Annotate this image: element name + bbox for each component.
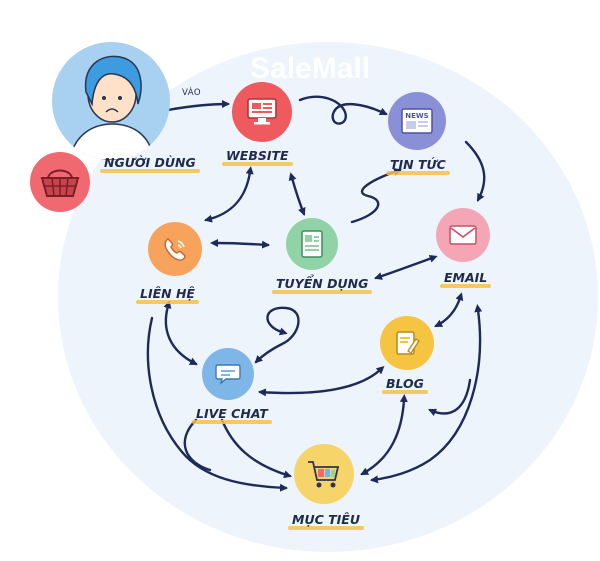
arrow-tuyendung-tintuc [350, 168, 402, 224]
arrow-email-blog [434, 292, 464, 328]
arrow-tuyendung-livechat [254, 306, 300, 364]
node-email [436, 208, 490, 262]
arrow-lienhe-tuyendung [210, 239, 270, 249]
arrow-lienhe-livechat [163, 300, 198, 366]
basket-badge [30, 152, 90, 212]
user-avatar [52, 42, 170, 160]
arrow-email-muctieu-2 [428, 378, 472, 417]
chat-bubble-icon [215, 364, 241, 385]
phone-icon [164, 238, 186, 261]
arrow-email-muctieu [370, 304, 483, 484]
arrow-website-tintuc [298, 95, 388, 125]
label-nguoi-dung: NGƯỜI DÙNG [100, 155, 200, 173]
newspaper-icon: NEWS [401, 108, 433, 134]
basket-icon [40, 169, 80, 197]
arrow-email-tuyendung [374, 254, 438, 280]
arrow-user-website [166, 100, 230, 112]
news-text: NEWS [405, 112, 428, 120]
arrow-label-vao: VÀO [182, 88, 202, 98]
monitor-icon [247, 98, 277, 125]
label-tuyen-dung: TUYỂN DỤNG [272, 276, 373, 294]
watermark: SaleMall [250, 52, 371, 85]
label-email: EMAIL [440, 270, 492, 288]
node-live-chat [202, 348, 254, 400]
envelope-icon [449, 225, 477, 245]
document-icon [301, 230, 323, 258]
label-live-chat: LIVE CHAT [192, 406, 272, 424]
label-lien-he: LIÊN HỆ [136, 286, 199, 304]
arrow-blog-muctieu [360, 394, 408, 476]
node-website [232, 82, 292, 142]
node-lien-he [148, 222, 202, 276]
user-icon [69, 55, 155, 160]
arrow-blog-livechat [258, 365, 385, 397]
node-tuyen-dung [286, 218, 338, 270]
arrow-livechat-curve [183, 418, 212, 472]
label-website: WEBSITE [222, 148, 293, 166]
label-tin-tuc: TIN TỨC [386, 157, 450, 175]
node-muc-tieu [294, 444, 354, 504]
label-blog: BLOG [382, 376, 428, 394]
shopping-cart-icon [308, 461, 340, 488]
node-tin-tuc: NEWS [388, 92, 446, 150]
arrow-lienhe-muctieu [146, 316, 288, 492]
arrow-website-lienhe [204, 166, 254, 223]
arrow-livechat-muctieu [220, 418, 292, 479]
arrow-tintuc-email [464, 140, 486, 202]
arrow-website-tuyendung [288, 172, 306, 216]
label-muc-tieu: MỤC TIÊU [288, 512, 364, 530]
node-blog [380, 316, 434, 370]
note-edit-icon [396, 331, 420, 355]
